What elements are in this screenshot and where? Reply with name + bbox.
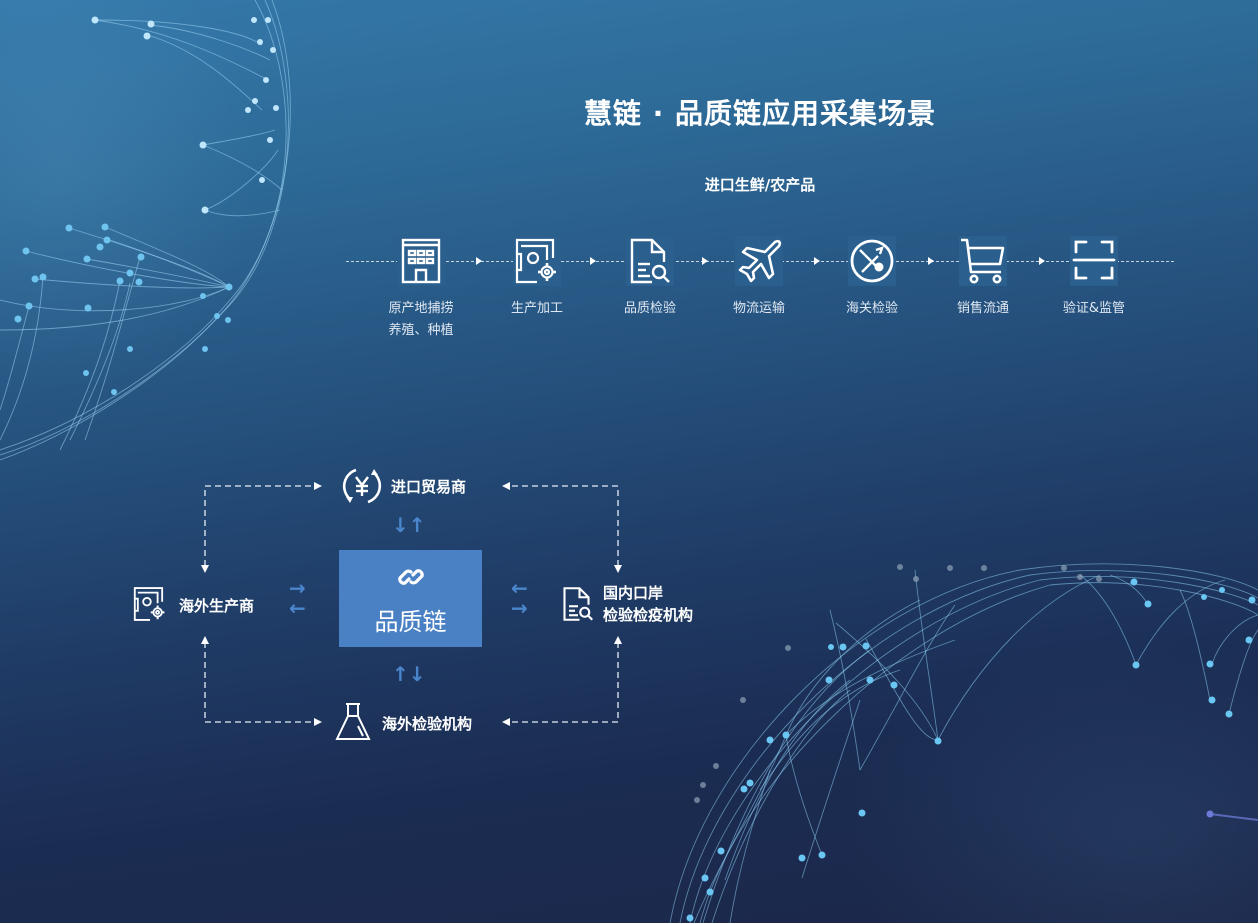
node-domestic-port-inspection: 国内口岸 检验检疫机构 [603, 582, 693, 626]
arrows-bottom-bidirectional: ↑↓ [392, 662, 426, 686]
flow-arrowhead [476, 257, 482, 265]
building-icon [397, 236, 445, 286]
arrows-top-bidirectional: ↓↑ [392, 513, 426, 537]
node-label-line1: 国内口岸 [603, 584, 664, 602]
factory-gear-icon [131, 585, 169, 623]
customs-inspection-icon [848, 236, 896, 286]
arrow-right-right: → [511, 596, 528, 620]
node-overseas-inspection: 海外检验机构 [382, 715, 473, 733]
flow-arrowhead [1039, 257, 1045, 265]
node-importer: 进口贸易商 [391, 478, 467, 496]
flow-step-label: 品质检验 [623, 301, 676, 316]
core-label: 品质链 [374, 608, 447, 636]
flask-icon [334, 702, 372, 742]
document-search-icon [560, 584, 596, 624]
node-overseas-producer: 海外生产商 [179, 597, 255, 615]
page-title: 慧链 · 品质链应用采集场景 [583, 97, 937, 130]
node-label-line2: 检验检疫机构 [603, 606, 694, 624]
factory-gear-icon [513, 236, 561, 286]
flow-step-label-line2: 养殖、种植 [388, 323, 454, 338]
flow-arrowhead [928, 257, 934, 265]
flow-step-label: 生产加工 [510, 301, 563, 316]
link-icon [398, 569, 424, 585]
document-search-icon [626, 236, 674, 286]
arrow-left-right: → [289, 576, 306, 600]
flow-step-label: 销售流通 [956, 301, 1009, 316]
flow-arrowhead [814, 257, 820, 265]
flow-step-label: 物流运输 [732, 301, 785, 316]
flow-arrowhead [702, 257, 708, 265]
scan-icon [1070, 236, 1118, 286]
airplane-icon [735, 236, 783, 286]
shopping-cart-icon [959, 236, 1007, 286]
yuan-exchange-icon [342, 466, 382, 506]
flow-step-label: 原产地捕捞 [388, 301, 454, 316]
section-subtitle: 进口生鲜/农产品 [704, 176, 816, 194]
arrow-right-left: ← [511, 576, 528, 600]
flow-step-label: 海关检验 [845, 301, 898, 316]
arrow-left-left: ← [289, 596, 306, 620]
flow-arrowhead [590, 257, 596, 265]
quality-chain-core: 品质链 [339, 550, 482, 647]
flow-step-label: 验证&监管 [1062, 301, 1126, 316]
